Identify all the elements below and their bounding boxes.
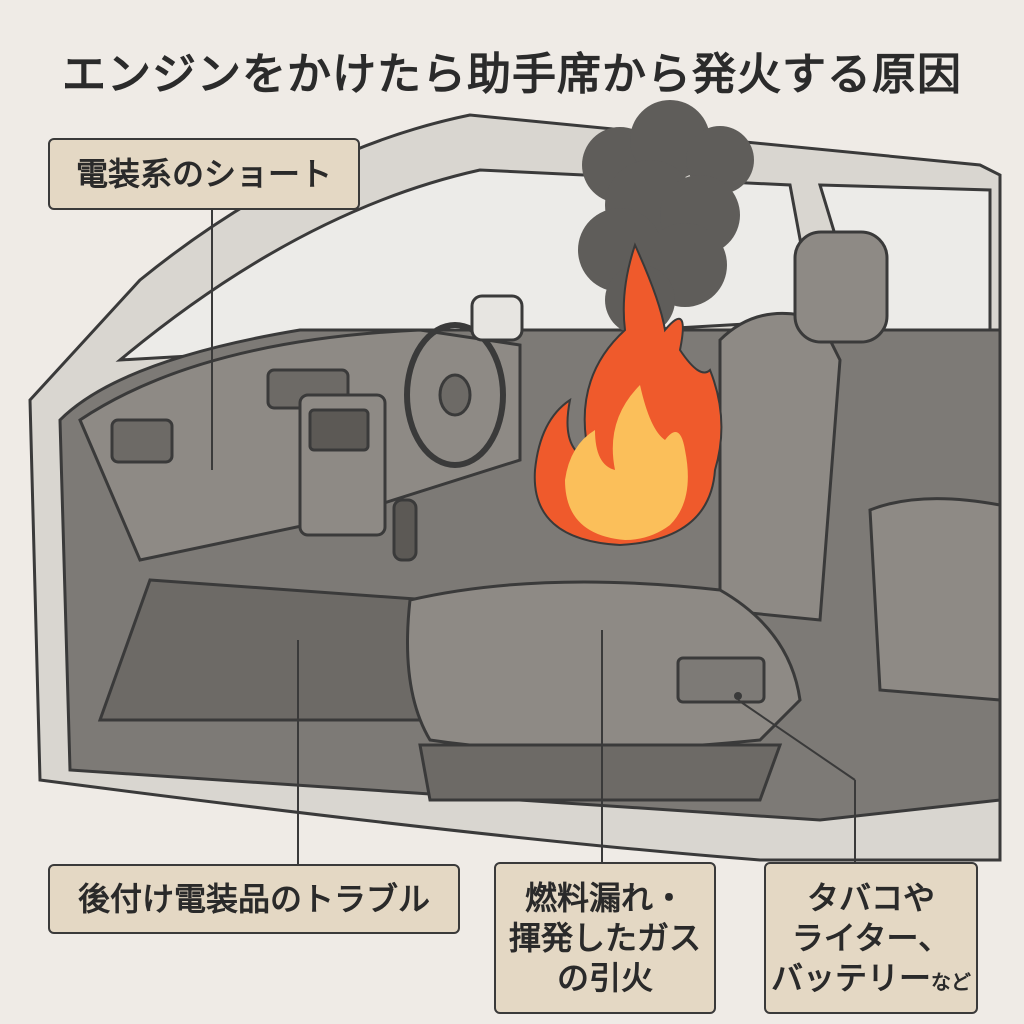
seat-back	[718, 311, 842, 622]
seat-cushion	[406, 580, 802, 752]
gear-shifter	[392, 498, 418, 562]
flame-inner	[565, 385, 688, 540]
label-tobacco-line3-wrap: バッテリーなど	[771, 958, 971, 998]
label-tobacco-line3: バッテリー	[770, 959, 931, 997]
floor-well	[97, 578, 442, 722]
label-tobacco-line1: タバコや	[806, 879, 935, 917]
label-tobacco-suffix: など	[931, 970, 971, 994]
leader-tobacco	[737, 699, 856, 781]
label-tobacco-line2: ライター、	[791, 919, 951, 957]
seat-base	[418, 743, 783, 802]
battery-box	[676, 656, 766, 704]
headrest	[793, 230, 889, 344]
side-mirror	[470, 294, 524, 342]
label-electrical-short: 電装系のショート	[48, 138, 360, 210]
label-fuel-line2: 揮発したガス	[508, 919, 701, 957]
label-aftermarket-electronics: 後付け電装品のトラブル	[48, 864, 460, 934]
smoke-cloud	[578, 100, 754, 335]
label-tobacco-lighter: タバコや ライター、 バッテリーなど	[764, 862, 978, 1014]
label-fuel-line1: 燃料漏れ・	[524, 879, 685, 917]
label-fuel-leak: 燃料漏れ・ 揮発したガス の引火	[494, 862, 716, 1014]
steering-wheel	[404, 322, 506, 468]
infotainment-screen	[308, 408, 370, 452]
rear-seat	[868, 497, 1002, 702]
page-title: エンジンをかけたら助手席から発火する原因	[62, 49, 962, 100]
air-vent-left	[110, 418, 174, 464]
label-fuel-line3: の引火	[556, 959, 653, 997]
